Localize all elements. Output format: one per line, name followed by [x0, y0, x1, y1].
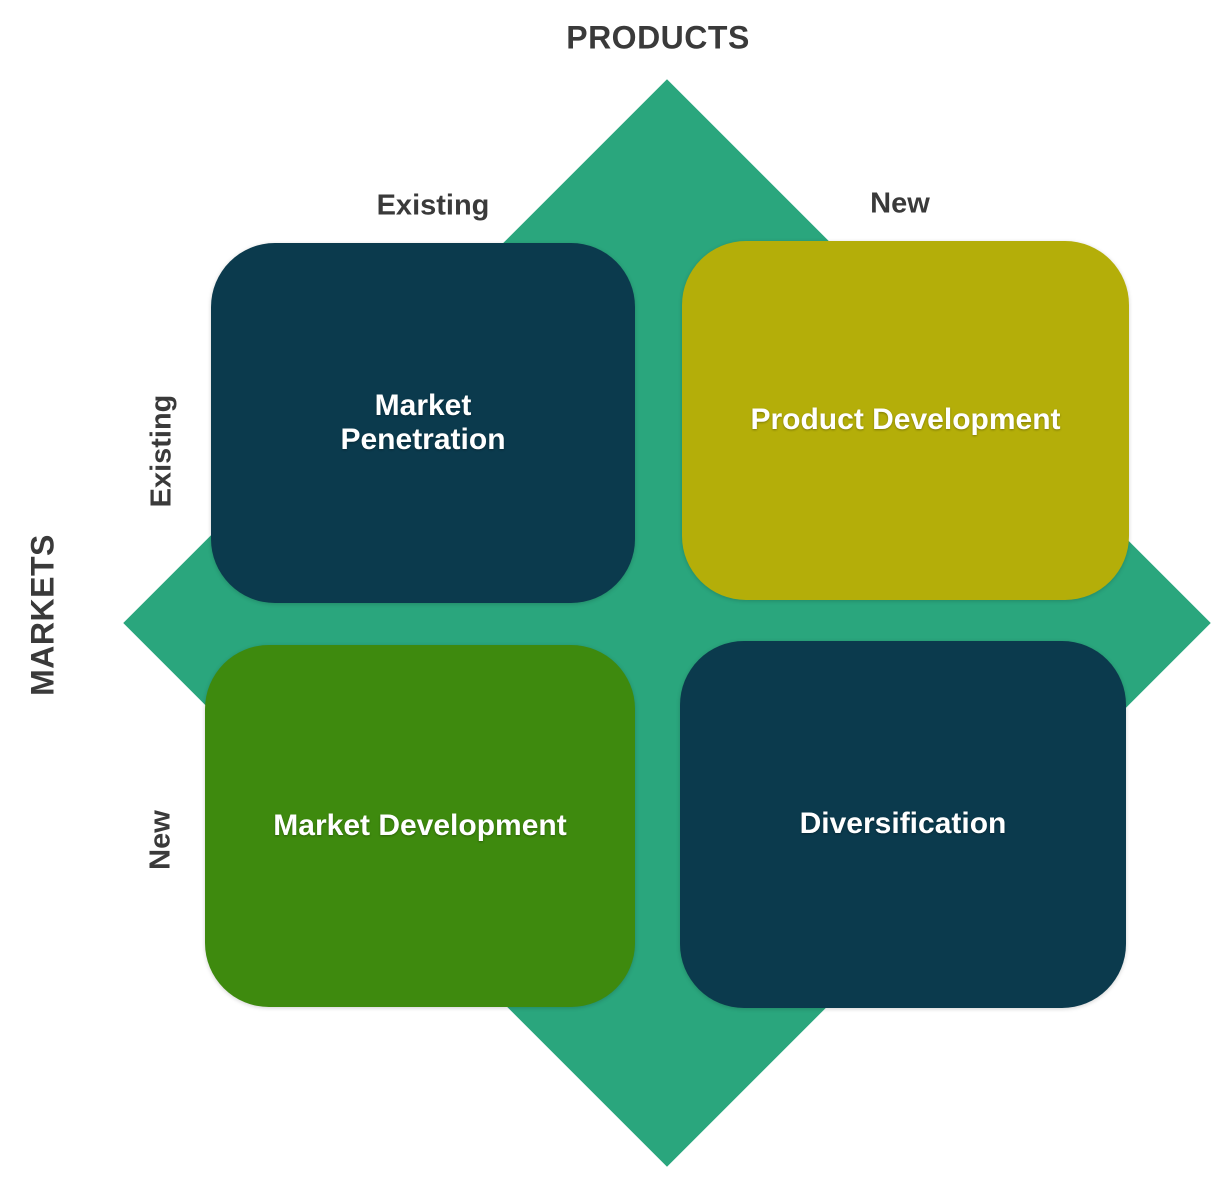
- quadrant-product-development: Product Development: [682, 241, 1129, 600]
- quadrant-product-development-label: Product Development: [750, 403, 1061, 437]
- markets-new-label: New: [144, 810, 177, 870]
- products-axis-title: PRODUCTS: [566, 19, 750, 56]
- quadrant-market-development-label: Market Development: [273, 808, 567, 842]
- quadrant-diversification-label: Diversification: [799, 807, 1007, 841]
- quadrant-market-penetration: Market Penetration: [211, 243, 635, 603]
- products-new-label: New: [870, 187, 930, 220]
- quadrant-market-penetration-label: Market Penetration: [340, 388, 506, 457]
- quadrant-diversification: Diversification: [680, 641, 1126, 1008]
- markets-axis-title: MARKETS: [24, 534, 61, 696]
- products-existing-label: Existing: [376, 189, 490, 222]
- markets-existing-label: Existing: [145, 394, 178, 508]
- quadrant-market-development: Market Development: [205, 645, 635, 1007]
